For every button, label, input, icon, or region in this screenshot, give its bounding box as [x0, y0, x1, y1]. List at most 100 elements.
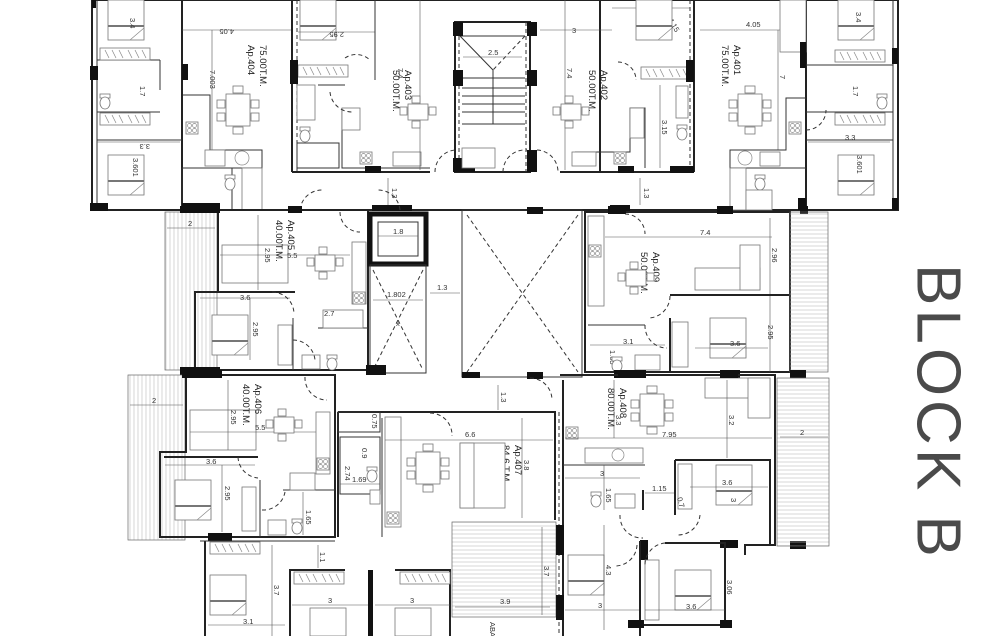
- dim-405-living: 5.5: [287, 251, 297, 260]
- dim-stair-w: 2.5: [488, 48, 498, 57]
- dim-408-bed-w: 3.6: [722, 478, 732, 487]
- stair-core: 2.5: [434, 21, 559, 173]
- apartment-406-area: 40.00T.M.: [240, 384, 251, 426]
- block-title-text: BLOCK B: [903, 263, 973, 561]
- dim-404-h: 7.003: [208, 70, 217, 89]
- apartment-405-label: Ap.405: [285, 220, 296, 250]
- dim-low-bed3: 3: [410, 596, 414, 605]
- dim-406-bath: 1.65: [304, 510, 313, 525]
- dim-405-kitchen: 2.7: [324, 309, 334, 318]
- lower-apartments: 3.7 3.1 1.1 3 3 3.9 3.7 ABA OPO 3O OPO 4: [200, 521, 734, 636]
- dim-409-h: 2.96: [770, 248, 779, 263]
- dim-405-bed-w: 3.6: [240, 293, 250, 302]
- apartment-401-label: Ap.401: [731, 45, 742, 75]
- dim-low-r-bed-w: 3: [598, 601, 602, 610]
- dim-407-a: 0.75: [370, 414, 379, 429]
- apartment-402-area: 50.00T.M.: [586, 70, 597, 112]
- dim-402-h: 7.4: [565, 68, 574, 78]
- top-row-apartments: 3.3 3.4 3.601 1.7 4.05 7.003 75.00T.M. A…: [90, 0, 899, 211]
- dim-408-bed-h: 3: [729, 498, 738, 502]
- dim-406-bed-w: 3.6: [206, 457, 216, 466]
- dim-void-w: 1.802: [387, 290, 406, 299]
- block-title: BLOCK B: [898, 262, 978, 562]
- dim-407-c: 2.74: [343, 466, 352, 481]
- truncated-room-label: ABA OPO 3O OPO: [488, 622, 497, 636]
- dim-corridor-mid: 1.3: [437, 283, 447, 292]
- dim-407-d: 1.69: [352, 475, 367, 484]
- dim-407-h: 3.8: [522, 460, 531, 470]
- apartment-407-label: Ap.407: [512, 445, 523, 475]
- dim-409-bed-h: 2.95: [766, 325, 775, 340]
- apartment-406: 2.95 5.5 40.00T.M. Ap.406 3.6 2.95 1.65: [159, 370, 336, 541]
- balcony-408: [776, 377, 830, 547]
- dim-406-living: 5.5: [255, 423, 265, 432]
- dim-401-h: 7: [778, 75, 787, 79]
- dim-408-h2: 3.2: [727, 415, 736, 425]
- dim-407-w: 6.6: [465, 430, 475, 439]
- dim-404-bed-w: 3.3: [140, 142, 150, 151]
- dim-405-bed-h: 2.95: [251, 322, 260, 337]
- dim-low-bed-h: 3.7: [272, 585, 281, 595]
- dim-401-bed-b: 3.601: [855, 155, 864, 174]
- dim-corridor-top-right: 1.3: [642, 188, 651, 198]
- dim-low-bed2: 3: [328, 596, 332, 605]
- apartment-409: 7.4 2.96 2.95 50.00T.M. Ap.409 3.1 1.65 …: [584, 206, 808, 378]
- dim-shaft-w: 1.8: [393, 227, 403, 236]
- dim-408-w: 7.95: [662, 430, 677, 439]
- dim-408-corridor: 1.15: [652, 484, 667, 493]
- dim-terrace-w: 3.9: [500, 597, 510, 606]
- shaft: 1.8 1.802 x 1.3: [366, 211, 460, 375]
- dim-corridor-low: 1.3: [499, 392, 508, 402]
- balcony-409: [789, 211, 829, 373]
- dim-409-bath-w: 3.1: [623, 337, 633, 346]
- dim-408-balcony: 2: [800, 428, 804, 437]
- apartment-403: 2.95 7.4 50.00T.M. Ap.403: [290, 0, 437, 173]
- dim-405-h: 2.95: [263, 248, 272, 263]
- apartment-401: 4.05 7 75.00T.M. Ap.401 3.3: [700, 0, 898, 211]
- dim-409-w: 7.4: [700, 228, 710, 237]
- apartment-408-area: 80.00T.M.: [605, 388, 616, 430]
- apartment-404-label: Ap.404: [245, 45, 256, 75]
- dim-406-h: 2.95: [229, 410, 238, 425]
- dim-low-r2-w: 3.6: [686, 602, 696, 611]
- dim-403-h: 7.4: [396, 68, 405, 78]
- dim-404-bath: 1.7: [138, 86, 147, 96]
- dim-401-bath: 1.7: [851, 86, 860, 96]
- dim-404-bed-b: 3.601: [131, 158, 140, 177]
- dim-406-balcony: 2: [152, 396, 156, 405]
- dim-408-h1: 3.3: [614, 415, 623, 425]
- middle-row: 2 2.95 5.5 40.00T.M. Ap.405 3.6 2.95 2.7: [164, 206, 829, 379]
- dim-408-door: 0.7: [675, 496, 686, 508]
- dim-407-b: 0.9: [360, 448, 369, 458]
- dim-low-corridor: 1.1: [318, 552, 327, 562]
- dim-corridor-top-left: 1.3: [390, 188, 399, 198]
- dim-408-bath-w: 3: [600, 469, 604, 478]
- apartment-406-label: Ap.406: [252, 384, 263, 414]
- dim-401-bed-top: 3.4: [854, 12, 863, 22]
- dim-402-bath: 3.15: [660, 120, 669, 135]
- apartment-404-area: 75.00T.M.: [257, 45, 268, 87]
- dim-408-bath-h: 1.65: [604, 488, 613, 503]
- dim-401-bed-w: 3.3: [845, 133, 855, 142]
- dim-401-w: 4.05: [746, 20, 761, 29]
- dim-409-bed-w: 3.6: [730, 339, 740, 348]
- apartment-405-area: 40.00T.M.: [273, 220, 284, 262]
- apartment-407-area: 84.6 T.M.: [500, 445, 511, 484]
- apartment-408-label: Ap.408: [617, 388, 628, 418]
- apartment-407: 0.75 0.9 2.74 1.69 6.6 3.8 84.6 T.M. Ap.…: [337, 411, 556, 537]
- dim-404-bed-top: 3.4: [128, 18, 137, 28]
- svg-text:x: x: [396, 319, 400, 328]
- apartment-402-label: Ap.402: [598, 70, 609, 100]
- apartment-403-area: 50.00T.M.: [390, 70, 401, 112]
- dim-402-w: 3: [572, 26, 576, 35]
- light-well: [461, 207, 583, 379]
- terrace: [451, 521, 557, 618]
- dim-406-bed-h: 2.95: [223, 486, 232, 501]
- dim-403-bed: 2.95: [329, 30, 344, 39]
- dim-low-r2-h: 3.06: [725, 580, 734, 595]
- dim-404-w: 4.05: [219, 27, 234, 36]
- dim-low-r-bed-h: 4.3: [604, 565, 613, 575]
- apartment-404: 3.3 3.4 3.601 1.7 4.05 7.003 75.00T.M. A…: [90, 0, 292, 211]
- dim-405-balcony: 2: [188, 219, 192, 228]
